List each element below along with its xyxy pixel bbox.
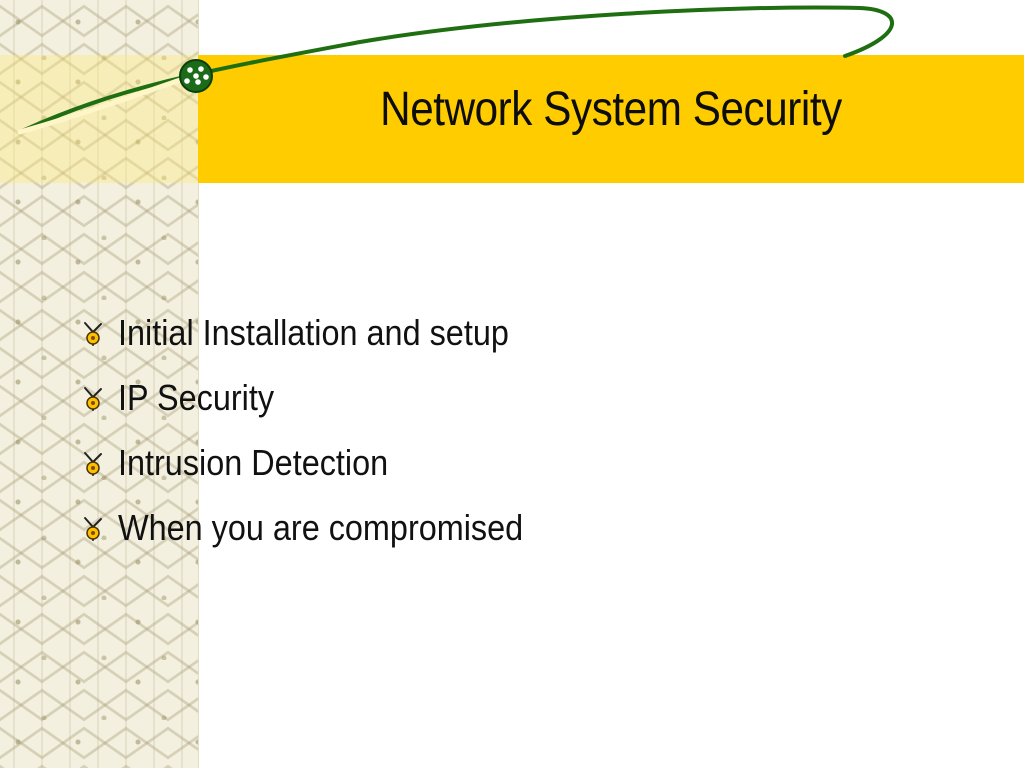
left-title-highlight [0, 55, 198, 183]
bullet-item-intrusion-detection: Intrusion Detection [78, 430, 838, 495]
bullet-text: When you are compromised [118, 506, 524, 548]
network-node-icon [84, 451, 102, 476]
bullet-item-when-compromised: When you are compromised [78, 495, 838, 560]
title-band [198, 55, 1024, 183]
decorative-arc [18, 5, 894, 134]
network-node-icon [84, 386, 102, 411]
bullet-text: Initial Installation and setup [118, 311, 509, 353]
network-node-icon [84, 516, 102, 541]
bullet-item-initial-installation: Initial Installation and setup [78, 300, 838, 365]
decorative-arc-and-node [17, 5, 894, 135]
network-node-icon [84, 321, 102, 346]
bullet-list: Initial Installation and setup IP Securi… [78, 300, 838, 560]
bullet-text: IP Security [118, 376, 275, 418]
slide-title: Network System Security [380, 83, 842, 136]
bullet-text: Intrusion Detection [118, 441, 389, 483]
arc-highlight [17, 75, 189, 135]
bullet-item-ip-security: IP Security [78, 365, 838, 430]
